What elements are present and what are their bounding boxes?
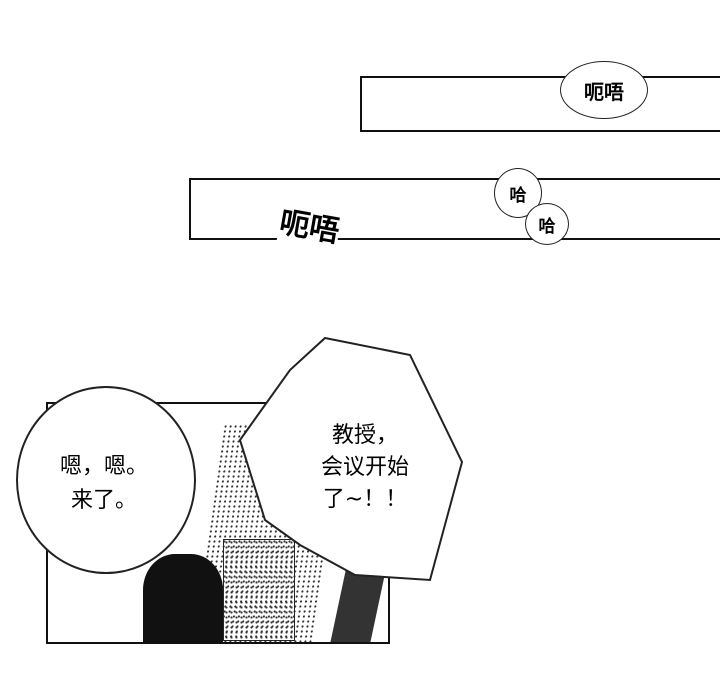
text-line: 嗯，嗯。 <box>59 454 148 479</box>
screentone-sleeve <box>223 539 295 641</box>
speech-bubble-left <box>16 386 196 574</box>
text-line: 教授， <box>331 423 398 448</box>
speech-bubble-top: 呃唔 <box>560 61 648 119</box>
text-line: 来了。 <box>70 488 137 513</box>
left-bubble-text: 嗯，嗯。 来了。 <box>30 450 178 518</box>
panel-1 <box>360 76 720 132</box>
dark-figure <box>143 554 223 642</box>
laugh-text: 哈 <box>538 216 556 237</box>
text-line: 了~！！ <box>322 487 408 512</box>
laugh-bubble-2: 哈 <box>525 203 569 245</box>
bubble-text: 呃唔 <box>584 79 624 104</box>
right-bubble-text: 教授， 会议开始 了~！！ <box>285 420 445 516</box>
laugh-text: 哈 <box>509 185 527 206</box>
text-line: 会议开始 <box>320 455 409 480</box>
